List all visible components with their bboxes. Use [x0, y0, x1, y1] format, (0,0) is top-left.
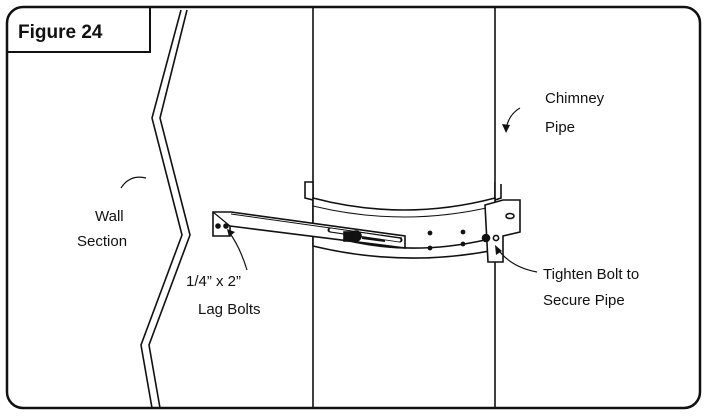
- title-tab-border: [7, 7, 151, 53]
- wall-section: [140, 9, 191, 409]
- lag-bolts-label-line2: Lag Bolts: [198, 301, 261, 318]
- chimney-pipe-label-line2: Pipe: [545, 119, 575, 136]
- leader-arrowheads: [227, 124, 510, 255]
- chimney-pipe-label-line1: Chimney: [545, 90, 605, 107]
- lag-bolt-leader: [228, 231, 248, 271]
- wall-support-bracket: [212, 181, 521, 263]
- lag-bolts-label-line1: 1/4” x 2”: [186, 273, 241, 290]
- wall-section-label-line1: Wall: [95, 208, 124, 225]
- tighten-bolt-label-line1: Tighten Bolt to: [543, 266, 639, 283]
- figure-frame: [5, 5, 702, 410]
- figure-title: Figure 24: [18, 22, 103, 43]
- wall-leader: [120, 176, 147, 189]
- tighten-bolt-label-line2: Secure Pipe: [543, 292, 625, 309]
- wall-section-label-line2: Section: [77, 233, 127, 250]
